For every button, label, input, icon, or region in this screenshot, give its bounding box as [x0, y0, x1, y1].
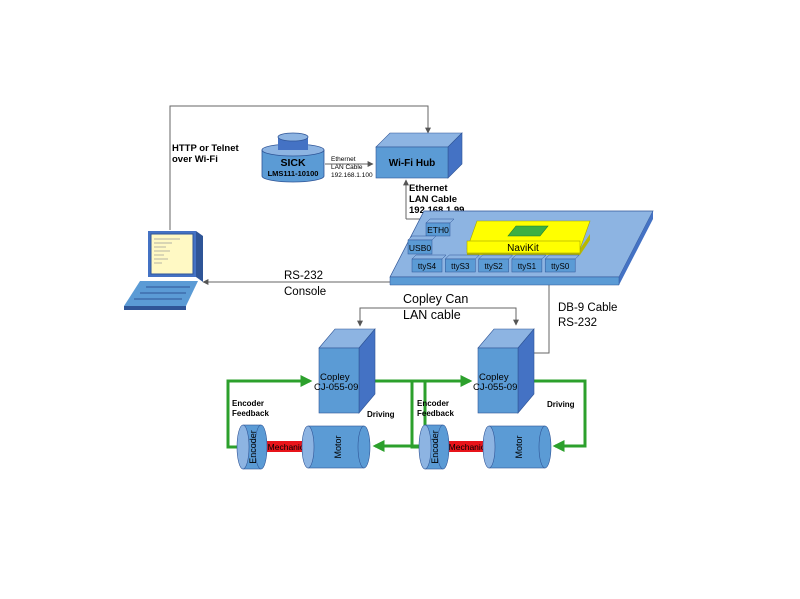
- laptop-screen-text: [154, 238, 180, 264]
- usb0-label: USB0: [409, 243, 431, 253]
- sick-link-label: Ethernet LAN Cable 192.168.1.100: [331, 156, 373, 179]
- usb0-port: USB0: [407, 235, 437, 255]
- navikit-label: NaviKit: [507, 243, 539, 254]
- encoder-feedback-label-1: Encoder Feedback: [232, 399, 269, 418]
- tty-port-box: [544, 258, 576, 273]
- wifi-hub: Wi-Fi Hub: [375, 132, 463, 179]
- encoder-label-1: Encoder: [248, 430, 258, 464]
- tty-port-label: ttyS3: [451, 262, 470, 271]
- eth0-label: ETH0: [427, 225, 449, 235]
- copley-1-label: Copley CJ-055-09: [314, 372, 358, 393]
- sick-sensor: SICK LMS111-10100: [261, 132, 325, 183]
- drive-unit-1: Copley CJ-055-09 Encoder Feedback Drivin…: [226, 328, 427, 470]
- db9-label: DB-9 Cable RS-232: [558, 302, 621, 329]
- driving-label-2: Driving: [547, 400, 575, 409]
- encoder-label-2: Encoder: [430, 430, 440, 464]
- rs232-console-label: RS-232 Console: [284, 270, 326, 298]
- tty-port-box: [445, 258, 476, 273]
- driving-label-1: Driving: [367, 410, 395, 419]
- motor-label-1: Motor: [333, 435, 343, 458]
- hub-link-label: Ethernet LAN Cable 192.168.1.99: [409, 183, 464, 216]
- wifi-hub-label: Wi-Fi Hub: [389, 158, 436, 169]
- eth0-port: ETH0: [425, 218, 455, 237]
- tty-port-box: [411, 258, 443, 273]
- mechanics-label-1: Mechanics: [268, 442, 309, 452]
- tty-ports: ttyS4 ttyS3 ttyS2 ttyS1 ttyS0: [411, 254, 580, 273]
- tty-port-box: [478, 258, 509, 273]
- tty-port-label: ttyS1: [518, 262, 537, 271]
- tty-port-label: ttyS4: [418, 262, 437, 271]
- encoder-feedback-label-2: Encoder Feedback: [417, 399, 454, 418]
- sick-name: SICK: [280, 157, 306, 169]
- http-telnet-connector: [169, 105, 431, 230]
- copley-2-label: Copley CJ-055-09: [473, 372, 517, 393]
- http-telnet-label: HTTP or Telnet over Wi-Fi: [172, 143, 241, 165]
- tty-port-label: ttyS2: [484, 262, 503, 271]
- laptop: [124, 231, 203, 310]
- motor-label-2: Motor: [514, 435, 524, 458]
- sick-model: LMS111-10100: [268, 169, 319, 178]
- tty-port-label: ttyS0: [551, 262, 570, 271]
- can-cable-label: Copley Can LAN cable: [403, 292, 472, 322]
- mechanics-label-2: Mechanics: [449, 442, 490, 452]
- tty-port-box: [511, 258, 543, 273]
- drive-unit-2: Copley CJ-055-09 Encoder Feedback Drivin…: [410, 328, 587, 470]
